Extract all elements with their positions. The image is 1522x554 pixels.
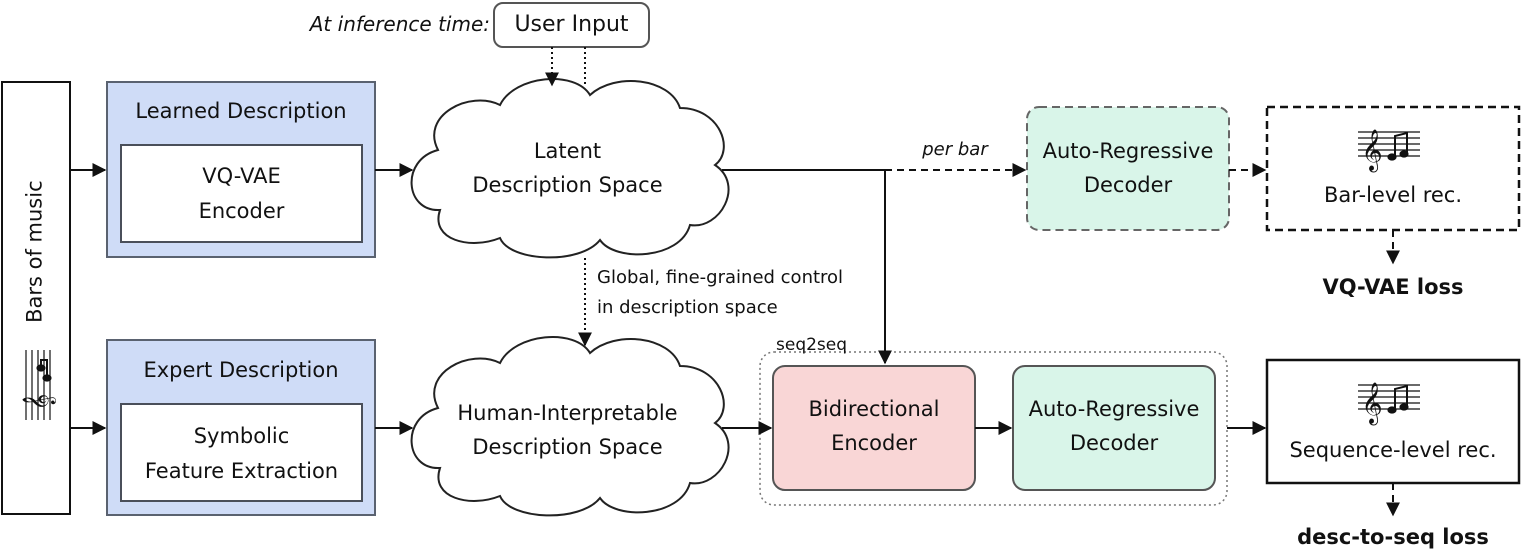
bars-of-music-label: Bars of music <box>22 180 47 323</box>
seq2seq-label: seq2seq <box>776 335 848 355</box>
feature-extraction-box <box>120 403 363 502</box>
desc-loss-label: desc-to-seq loss <box>1297 525 1489 549</box>
feature-extraction-line1: Symbolic <box>193 424 290 448</box>
bar-level-label: Bar-level rec. <box>1323 183 1463 207</box>
vqvae-encoder-line1: VQ-VAE <box>202 164 281 188</box>
vqvae-loss-label: VQ-VAE loss <box>1322 275 1464 299</box>
bar-level-box <box>1265 105 1521 232</box>
staff-icon-bar-level: 𝄞 <box>1358 129 1420 172</box>
ar-decoder-top-line1: Auto-Regressive <box>1042 139 1214 163</box>
staff-icon-vertical: 𝄞 <box>22 350 56 420</box>
human-cloud-shape <box>410 336 730 517</box>
ar-decoder-bottom-box <box>1012 365 1216 491</box>
ar-decoder-top-line2: Decoder <box>1083 173 1173 197</box>
ar-decoder-top-box <box>1026 106 1230 231</box>
user-input-box <box>493 2 650 48</box>
inference-label: At inference time: <box>309 12 490 36</box>
vqvae-encoder-box <box>120 144 363 243</box>
svg-text:𝄞: 𝄞 <box>22 394 56 411</box>
ar-decoder-bottom-line1: Auto-Regressive <box>1028 397 1200 421</box>
learned-description-title: Learned Description <box>135 99 347 123</box>
sequence-level-label: Sequence-level rec. <box>1289 438 1497 462</box>
staff-icon-sequence-level: 𝄞 <box>1358 382 1420 425</box>
latent-space-line1: Latent <box>533 139 602 163</box>
sequence-level-box <box>1265 358 1521 485</box>
ar-decoder-bottom-line2: Decoder <box>1069 431 1159 455</box>
human-space-line1: Human-Interpretable <box>457 401 678 425</box>
user-input-label: User Input <box>514 12 629 37</box>
control-note-line1: Global, fine-grained control <box>597 267 844 288</box>
expert-description-title: Expert Description <box>143 358 339 382</box>
bidirectional-encoder-box <box>772 365 976 491</box>
bars-of-music-box <box>1 81 71 515</box>
feature-extraction-line2: Feature Extraction <box>144 459 339 483</box>
latent-cloud-shape <box>410 78 730 259</box>
svg-text:𝄞: 𝄞 <box>1361 382 1382 425</box>
human-space-line2: Description Space <box>472 435 663 459</box>
bidirectional-encoder-line2: Encoder <box>831 431 917 455</box>
svg-text:𝄞: 𝄞 <box>1361 129 1382 172</box>
control-note-line2: in description space <box>597 297 778 318</box>
per-bar-label: per bar <box>922 139 988 160</box>
latent-space-line2: Description Space <box>472 173 663 197</box>
vqvae-encoder-line2: Encoder <box>198 199 285 223</box>
bidirectional-encoder-line1: Bidirectional <box>808 397 940 421</box>
